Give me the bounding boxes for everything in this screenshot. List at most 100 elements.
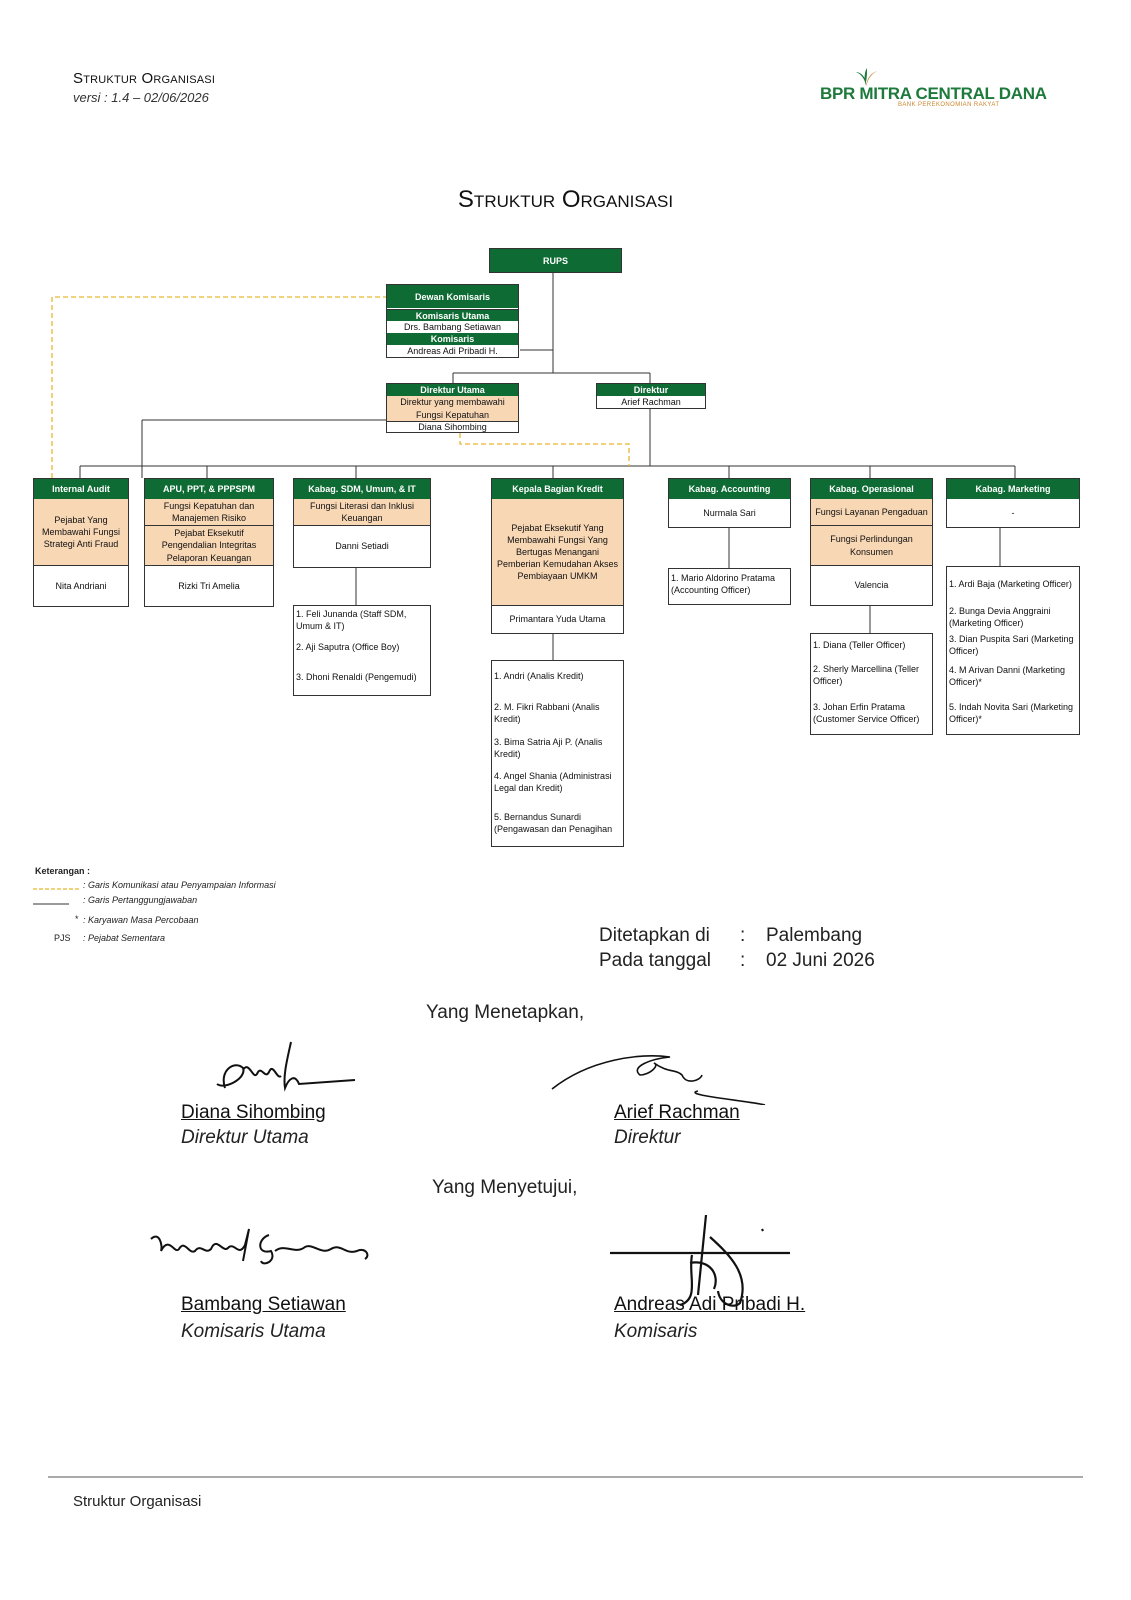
yang-menyetujui: Yang Menyetujui, <box>432 1177 578 1198</box>
operasional-name: Valencia <box>811 565 932 605</box>
internal-audit-title: Internal Audit <box>34 479 128 499</box>
marketing-name: - <box>1011 507 1015 518</box>
staff-item: 1. Ardi Baja (Marketing Officer) <box>949 579 1072 589</box>
rups-box: RUPS <box>489 248 622 273</box>
direktur-utama-role: Direktur yang membawahi Fungsi Kepatuhan <box>387 396 518 421</box>
legend-asterisk-symbol: * <box>75 914 79 924</box>
tanggal-colon: : <box>740 950 746 971</box>
apu-title: APU, PPT, & PPPSPM <box>145 479 273 499</box>
legend-title: Keterangan : <box>35 866 91 876</box>
apu-role-integritas: Pejabat Eksekutif Pengendalian Integrita… <box>145 525 273 565</box>
signer-role-diana: Direktur Utama <box>181 1127 309 1148</box>
direktur-utama-title: Direktur Utama <box>387 384 518 396</box>
direktur-title: Direktur <box>597 384 705 396</box>
signer-name-arief: Arief Rachman <box>614 1102 740 1123</box>
staff-item: 1. Mario Aldorino Pratama (Accounting Of… <box>671 573 776 595</box>
legend-pjs-symbol: PJS <box>54 933 71 943</box>
signer-role-andreas: Komisaris <box>614 1321 698 1342</box>
logo-name: BPR MITRA CENTRAL DANA <box>820 84 1047 103</box>
komisaris-name: Andreas Adi Pribadi H. <box>407 345 498 356</box>
accounting-staff-box: 1. Mario Aldorino Pratama (Accounting Of… <box>668 568 791 605</box>
internal-audit-box: Internal Audit Pejabat Yang Membawahi Fu… <box>33 478 129 607</box>
internal-audit-name: Nita Andriani <box>34 565 128 606</box>
staff-item: 1. Andri (Analis Kredit) <box>494 671 584 681</box>
komisaris-utama-name: Drs. Bambang Setiawan <box>403 321 502 332</box>
ditetapkan-colon: : <box>740 925 746 946</box>
komisaris-utama-label: Komisaris Utama <box>387 309 518 321</box>
leaf-logo-icon <box>856 68 877 86</box>
staff-item: 2. Aji Saputra (Office Boy) <box>296 642 400 652</box>
signer-name-diana: Diana Sihombing <box>181 1102 326 1123</box>
staff-item: 1. Diana (Teller Officer) <box>813 640 906 650</box>
yang-menetapkan: Yang Menetapkan, <box>426 1002 585 1023</box>
direktur-utama-name: Diana Sihombing <box>387 421 518 433</box>
staff-item: 5. Indah Novita Sari (Marketing Officer)… <box>949 702 1074 724</box>
signer-role-bambang: Komisaris Utama <box>181 1321 326 1342</box>
sdm-name: Danni Setiadi <box>294 525 430 567</box>
staff-item: 2. M. Fikri Rabbani (Analis Kredit) <box>494 702 600 724</box>
kredit-title: Kepala Bagian Kredit <box>492 479 623 499</box>
operasional-title: Kabag. Operasional <box>811 479 932 499</box>
logo-subtitle: BANK PEREKONOMIAN RAKYAT <box>898 102 1000 108</box>
operasional-box: Kabag. Operasional Fungsi Layanan Pengad… <box>810 478 933 606</box>
footer-divider <box>48 1476 1083 1478</box>
apu-name: Rizki Tri Amelia <box>145 565 273 606</box>
ditetapkan-place: Palembang <box>766 925 863 946</box>
legend-line-samples <box>33 888 81 905</box>
operasional-staff-box: 1. Diana (Teller Officer) 2. Sherly Marc… <box>810 633 933 735</box>
legend-solid: : Garis Pertanggungjawaban <box>83 895 198 905</box>
accounting-title: Kabag. Accounting <box>669 479 790 499</box>
doc-header-title: Struktur Organisasi <box>73 70 216 87</box>
operasional-role-perlindungan: Fungsi Perlindungan Konsumen <box>811 525 932 565</box>
sdm-role: Fungsi Literasi dan Inklusi Keuangan <box>294 499 430 525</box>
sdm-staff-box: 1. Feli Junanda (Staff SDM, Umum & IT) 2… <box>293 605 431 696</box>
sdm-box: Kabag. SDM, Umum, & IT Fungsi Literasi d… <box>293 478 431 568</box>
operasional-role-pengaduan: Fungsi Layanan Pengaduan <box>811 499 932 525</box>
komisaris-label: Komisaris <box>387 333 518 345</box>
dewan-komisaris-title: Dewan Komisaris <box>387 285 518 308</box>
company-logo: BPR MITRA CENTRAL DANA BANK PEREKONOMIAN… <box>820 66 1047 114</box>
dewan-komisaris-box: Dewan Komisaris Komisaris Utama Drs. Bam… <box>386 284 519 358</box>
signature-diana <box>216 1041 356 1092</box>
accounting-box: Kabag. Accounting Nurmala Sari <box>668 478 791 528</box>
staff-item: 4. M Arivan Danni (Marketing Officer)* <box>949 665 1066 687</box>
signer-name-andreas: Andreas Adi Pribadi H. <box>614 1294 806 1315</box>
kredit-role: Pejabat Eksekutif Yang Membawahi Fungsi … <box>492 499 623 605</box>
signature-bambang <box>150 1228 369 1265</box>
legend-dashed: : Garis Komunikasi atau Penyampaian Info… <box>83 880 276 890</box>
marketing-box: Kabag. Marketing - <box>946 478 1080 528</box>
kredit-staff-box: 1. Andri (Analis Kredit) 2. M. Fikri Rab… <box>491 660 624 847</box>
staff-item: 3. Johan Erfin Pratama (Customer Service… <box>813 702 920 724</box>
tanggal-value: 02 Juni 2026 <box>766 950 875 971</box>
signature-andreas <box>610 1215 790 1307</box>
kredit-name: Primantara Yuda Utama <box>492 605 623 633</box>
staff-item: 4. Angel Shania (Administrasi Legal dan … <box>494 771 612 793</box>
ditetapkan-label: Ditetapkan di <box>599 925 710 946</box>
staff-item: 5. Bernandus Sunardi (Pengawasan dan Pen… <box>494 812 613 834</box>
staff-item: 3. Dian Puspita Sari (Marketing Officer) <box>949 634 1074 656</box>
legend-pjs: : Pejabat Sementara <box>83 933 166 943</box>
internal-audit-role: Pejabat Yang Membawahi Fungsi Strategi A… <box>34 499 128 565</box>
footer-text: Struktur Organisasi <box>73 1493 202 1510</box>
direktur-utama-box: Direktur Utama Direktur yang membawahi F… <box>386 383 519 433</box>
page-title: Struktur Organisasi <box>457 186 674 213</box>
sdm-title: Kabag. SDM, Umum, & IT <box>294 479 430 499</box>
doc-version: versi : 1.4 – 02/06/2026 <box>73 90 209 105</box>
staff-item: 1. Feli Junanda (Staff SDM, Umum & IT) <box>296 609 407 631</box>
signer-name-bambang: Bambang Setiawan <box>181 1294 346 1315</box>
staff-item: 3. Bima Satria Aji P. (Analis Kredit) <box>494 737 603 759</box>
apu-role-kepatuhan: Fungsi Kepatuhan dan Manajemen Risiko <box>145 499 273 525</box>
marketing-staff-box: 1. Ardi Baja (Marketing Officer) 2. Bung… <box>946 566 1080 735</box>
staff-item: 2. Bunga Devia Anggraini (Marketing Offi… <box>949 606 1051 628</box>
staff-item: 2. Sherly Marcellina (Teller Officer) <box>813 664 920 686</box>
kredit-box: Kepala Bagian Kredit Pejabat Eksekutif Y… <box>491 478 624 634</box>
legend-asterisk: : Karyawan Masa Percobaan <box>83 915 199 925</box>
marketing-title: Kabag. Marketing <box>947 479 1079 499</box>
staff-item: 3. Dhoni Renaldi (Pengemudi) <box>296 672 417 682</box>
direktur-box: Direktur Arief Rachman <box>596 383 706 409</box>
signer-role-arief: Direktur <box>614 1127 681 1148</box>
signature-arief <box>551 1055 766 1105</box>
apu-box: APU, PPT, & PPPSPM Fungsi Kepatuhan dan … <box>144 478 274 607</box>
tanggal-label: Pada tanggal <box>599 950 711 971</box>
direktur-name: Arief Rachman <box>621 396 681 407</box>
